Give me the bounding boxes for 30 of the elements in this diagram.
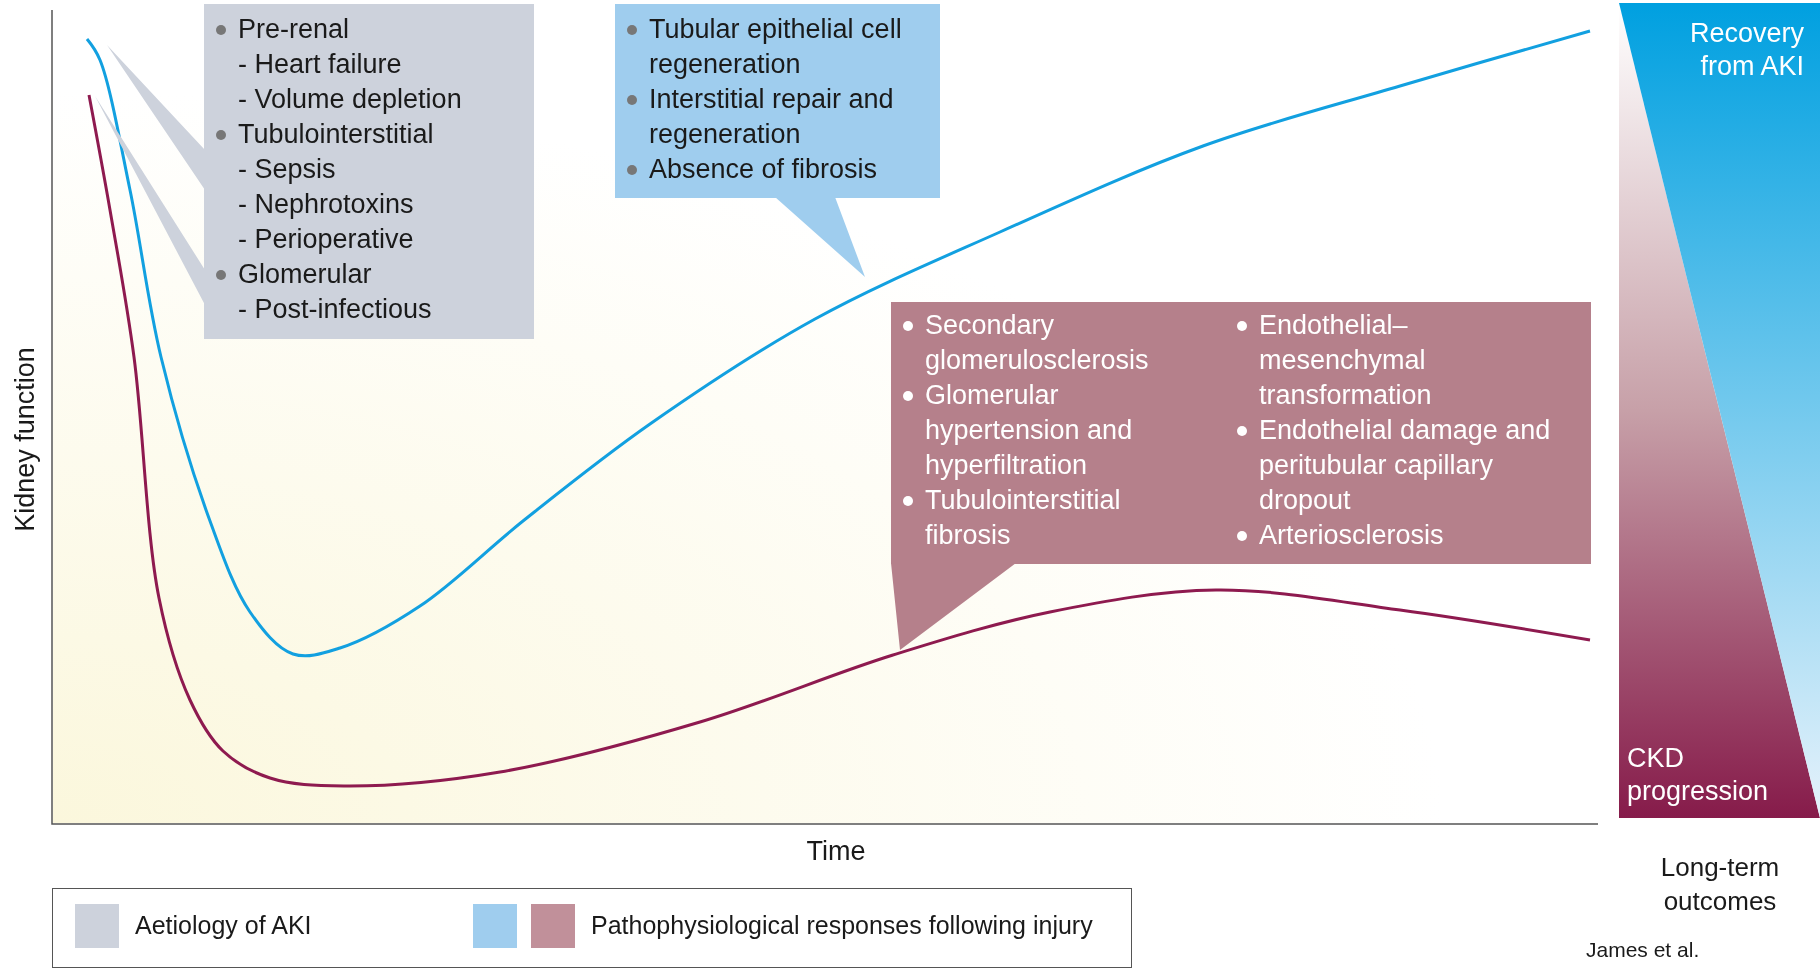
callout-box: [891, 302, 1591, 650]
list-item: Secondary glomerulosclerosis: [891, 308, 1191, 378]
outcome-gradient-bar: [1619, 3, 1820, 818]
list-item: - Post-infectious: [237, 293, 433, 326]
axis-title: Time: [805, 836, 867, 867]
outcome-caption: Long-term outcomes: [1659, 851, 1781, 918]
list-item: Interstitial repair and regeneration: [615, 82, 930, 152]
list-item: Pre-renal: [204, 12, 524, 47]
outcome-label: CKD progression: [1627, 742, 1770, 808]
list-item: Arteriosclerosis: [1225, 518, 1575, 553]
list-item: Endothelial damage and peritubular capillary dropout: [1225, 413, 1575, 518]
list-item: - Perioperative: [237, 223, 415, 256]
axis-title: Kidney function: [9, 346, 41, 534]
callout-box: [95, 4, 534, 339]
legend-label: Aetiology of AKI: [135, 911, 312, 940]
legend-label: Pathophysiological responses following injury: [591, 911, 1093, 940]
list-item: - Nephrotoxins: [237, 188, 415, 221]
list-item: - Heart failure: [237, 48, 403, 81]
list-item: - Sepsis: [237, 153, 337, 186]
list-item: Tubulointerstitial: [204, 117, 524, 152]
list-item: Glomerular hypertension and hyperfiltration: [891, 378, 1191, 483]
list-item: Glomerular: [204, 257, 524, 292]
list-item: - Volume depletion: [237, 83, 463, 116]
list-item: Endothelial– mesenchymal transformation: [1225, 308, 1575, 413]
citation: James et al.: [1586, 938, 1700, 962]
list-item: Tubulointerstitial fibrosis: [891, 483, 1191, 553]
list-item: Absence of fibrosis: [615, 152, 930, 187]
callout-box: [615, 4, 940, 277]
list-item: Tubular epithelial cell regeneration: [615, 12, 930, 82]
outcome-label: Recovery from AKI: [1688, 17, 1804, 83]
